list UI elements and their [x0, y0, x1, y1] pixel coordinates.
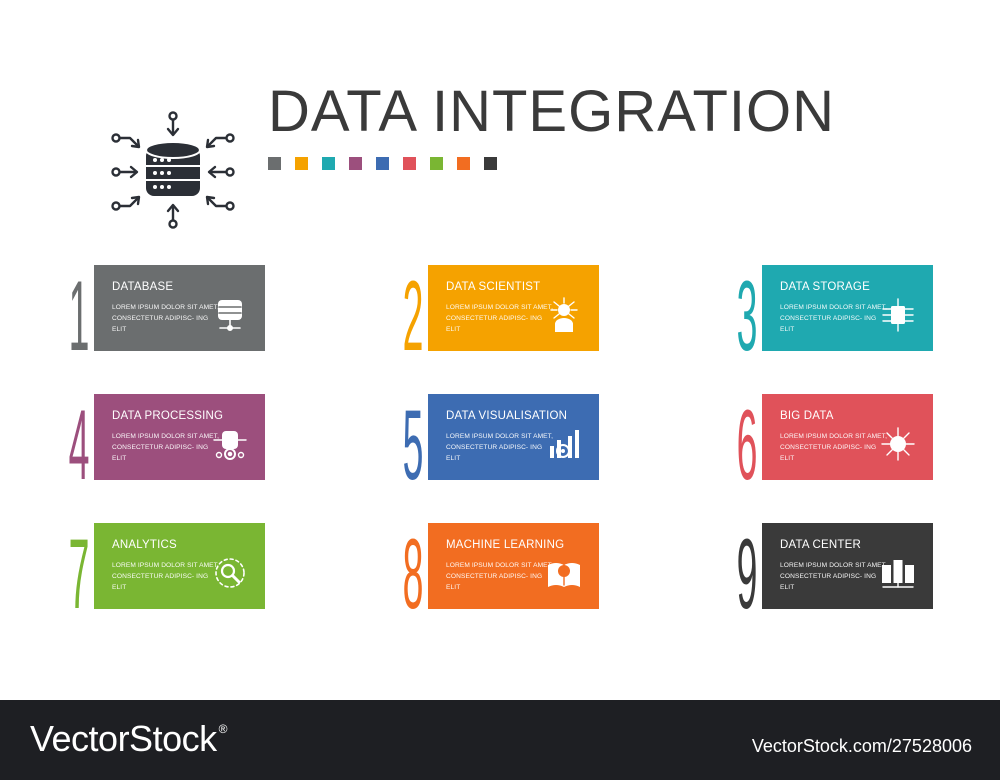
card-box: DATA PROCESSING LOREM IPSUM DOLOR SIT AM… [94, 394, 265, 480]
big-data-icon [880, 426, 916, 462]
card-box: DATA SCIENTIST LOREM IPSUM DOLOR SIT AME… [428, 265, 599, 351]
card-box: ANALYTICS LOREM IPSUM DOLOR SIT AMET, CO… [94, 523, 265, 609]
card-box: BIG DATA LOREM IPSUM DOLOR SIT AMET, CON… [762, 394, 933, 480]
card-data-storage: 3 DATA STORAGE LOREM IPSUM DOLOR SIT AME… [734, 260, 999, 371]
card-number: 4 [66, 389, 92, 500]
card-box: MACHINE LEARNING LOREM IPSUM DOLOR SIT A… [428, 523, 599, 609]
card-description: LOREM IPSUM DOLOR SIT AMET, CONSECTETUR … [780, 562, 887, 591]
card-title: DATA SCIENTIST [446, 281, 541, 293]
card-number-text: 4 [69, 389, 90, 500]
data-storage-icon [880, 297, 916, 333]
machine-learning-icon [546, 555, 582, 591]
card-box: DATA VISUALISATION LOREM IPSUM DOLOR SIT… [428, 394, 599, 480]
card-description: LOREM IPSUM DOLOR SIT AMET, CONSECTETUR … [446, 562, 553, 591]
card-data-scientist: 2 DATA SCIENTIST LOREM IPSUM DOLOR SIT A… [400, 260, 665, 371]
card-number: 7 [66, 518, 92, 629]
card-number-text: 3 [737, 260, 758, 371]
card-description: LOREM IPSUM DOLOR SIT AMET, CONSECTETUR … [446, 304, 553, 333]
card-title: MACHINE LEARNING [446, 539, 565, 551]
swatch [322, 157, 335, 170]
card-description: LOREM IPSUM DOLOR SIT AMET, CONSECTETUR … [446, 433, 553, 462]
swatch [376, 157, 389, 170]
color-swatches [268, 157, 497, 170]
registered-mark: ® [218, 722, 228, 736]
card-number-text: 1 [69, 260, 90, 371]
image-id-label: VectorStock.com/27528006 [751, 736, 972, 756]
data-processing-icon [212, 426, 248, 462]
footer-bar: VectorStock® VectorStock.com/27528006 [0, 700, 1000, 780]
card-database: 1 DATABASE LOREM IPSUM DOLOR SIT AMET, C… [66, 260, 331, 371]
card-big-data: 6 BIG DATA LOREM IPSUM DOLOR SIT AMET, C… [734, 389, 999, 500]
card-number-text: 8 [403, 518, 424, 629]
card-title: DATA VISUALISATION [446, 410, 568, 422]
card-number-text: 7 [69, 518, 90, 629]
card-description: LOREM IPSUM DOLOR SIT AMET, CONSECTETUR … [780, 304, 887, 333]
page-title: DATA INTEGRATION [268, 79, 836, 144]
card-number: 9 [734, 518, 760, 629]
card-box: DATA CENTER LOREM IPSUM DOLOR SIT AMET, … [762, 523, 933, 609]
brand-name: VectorStock [30, 718, 217, 759]
swatch [295, 157, 308, 170]
swatch [349, 157, 362, 170]
card-number: 1 [66, 260, 92, 371]
card-number: 3 [734, 260, 760, 371]
card-number-text: 5 [403, 389, 424, 500]
data-visualisation-icon [546, 426, 582, 462]
swatch [403, 157, 416, 170]
card-description: LOREM IPSUM DOLOR SIT AMET, CONSECTETUR … [112, 562, 219, 591]
database-icon [212, 297, 248, 333]
data-integration-hero-icon [108, 110, 238, 230]
card-number-text: 9 [737, 518, 758, 629]
swatch [457, 157, 470, 170]
card-number-text: 2 [403, 260, 424, 371]
brand-logo: VectorStock® [30, 718, 227, 760]
card-title: DATABASE [112, 281, 174, 293]
card-description: LOREM IPSUM DOLOR SIT AMET, CONSECTETUR … [112, 433, 219, 462]
card-data-visualisation: 5 DATA VISUALISATION LOREM IPSUM DOLOR S… [400, 389, 665, 500]
card-number-text: 6 [737, 389, 758, 500]
card-number: 6 [734, 389, 760, 500]
card-title: DATA CENTER [780, 539, 862, 551]
card-number: 8 [400, 518, 426, 629]
card-box: DATABASE LOREM IPSUM DOLOR SIT AMET, CON… [94, 265, 265, 351]
swatch [430, 157, 443, 170]
swatch [268, 157, 281, 170]
card-box: DATA STORAGE LOREM IPSUM DOLOR SIT AMET,… [762, 265, 933, 351]
card-title: ANALYTICS [112, 539, 177, 551]
card-number: 2 [400, 260, 426, 371]
card-description: LOREM IPSUM DOLOR SIT AMET, CONSECTETUR … [780, 433, 887, 462]
analytics-icon [212, 555, 248, 591]
card-analytics: 7 ANALYTICS LOREM IPSUM DOLOR SIT AMET, … [66, 518, 331, 629]
card-number: 5 [400, 389, 426, 500]
card-machine-learning: 8 MACHINE LEARNING LOREM IPSUM DOLOR SIT… [400, 518, 665, 629]
swatch [484, 157, 497, 170]
card-data-processing: 4 DATA PROCESSING LOREM IPSUM DOLOR SIT … [66, 389, 331, 500]
card-data-center: 9 DATA CENTER LOREM IPSUM DOLOR SIT AMET… [734, 518, 999, 629]
card-description: LOREM IPSUM DOLOR SIT AMET, CONSECTETUR … [112, 304, 219, 333]
data-center-icon [880, 555, 916, 591]
card-title: BIG DATA [780, 410, 834, 422]
data-scientist-icon [546, 297, 582, 333]
card-title: DATA STORAGE [780, 281, 870, 293]
card-title: DATA PROCESSING [112, 410, 224, 422]
